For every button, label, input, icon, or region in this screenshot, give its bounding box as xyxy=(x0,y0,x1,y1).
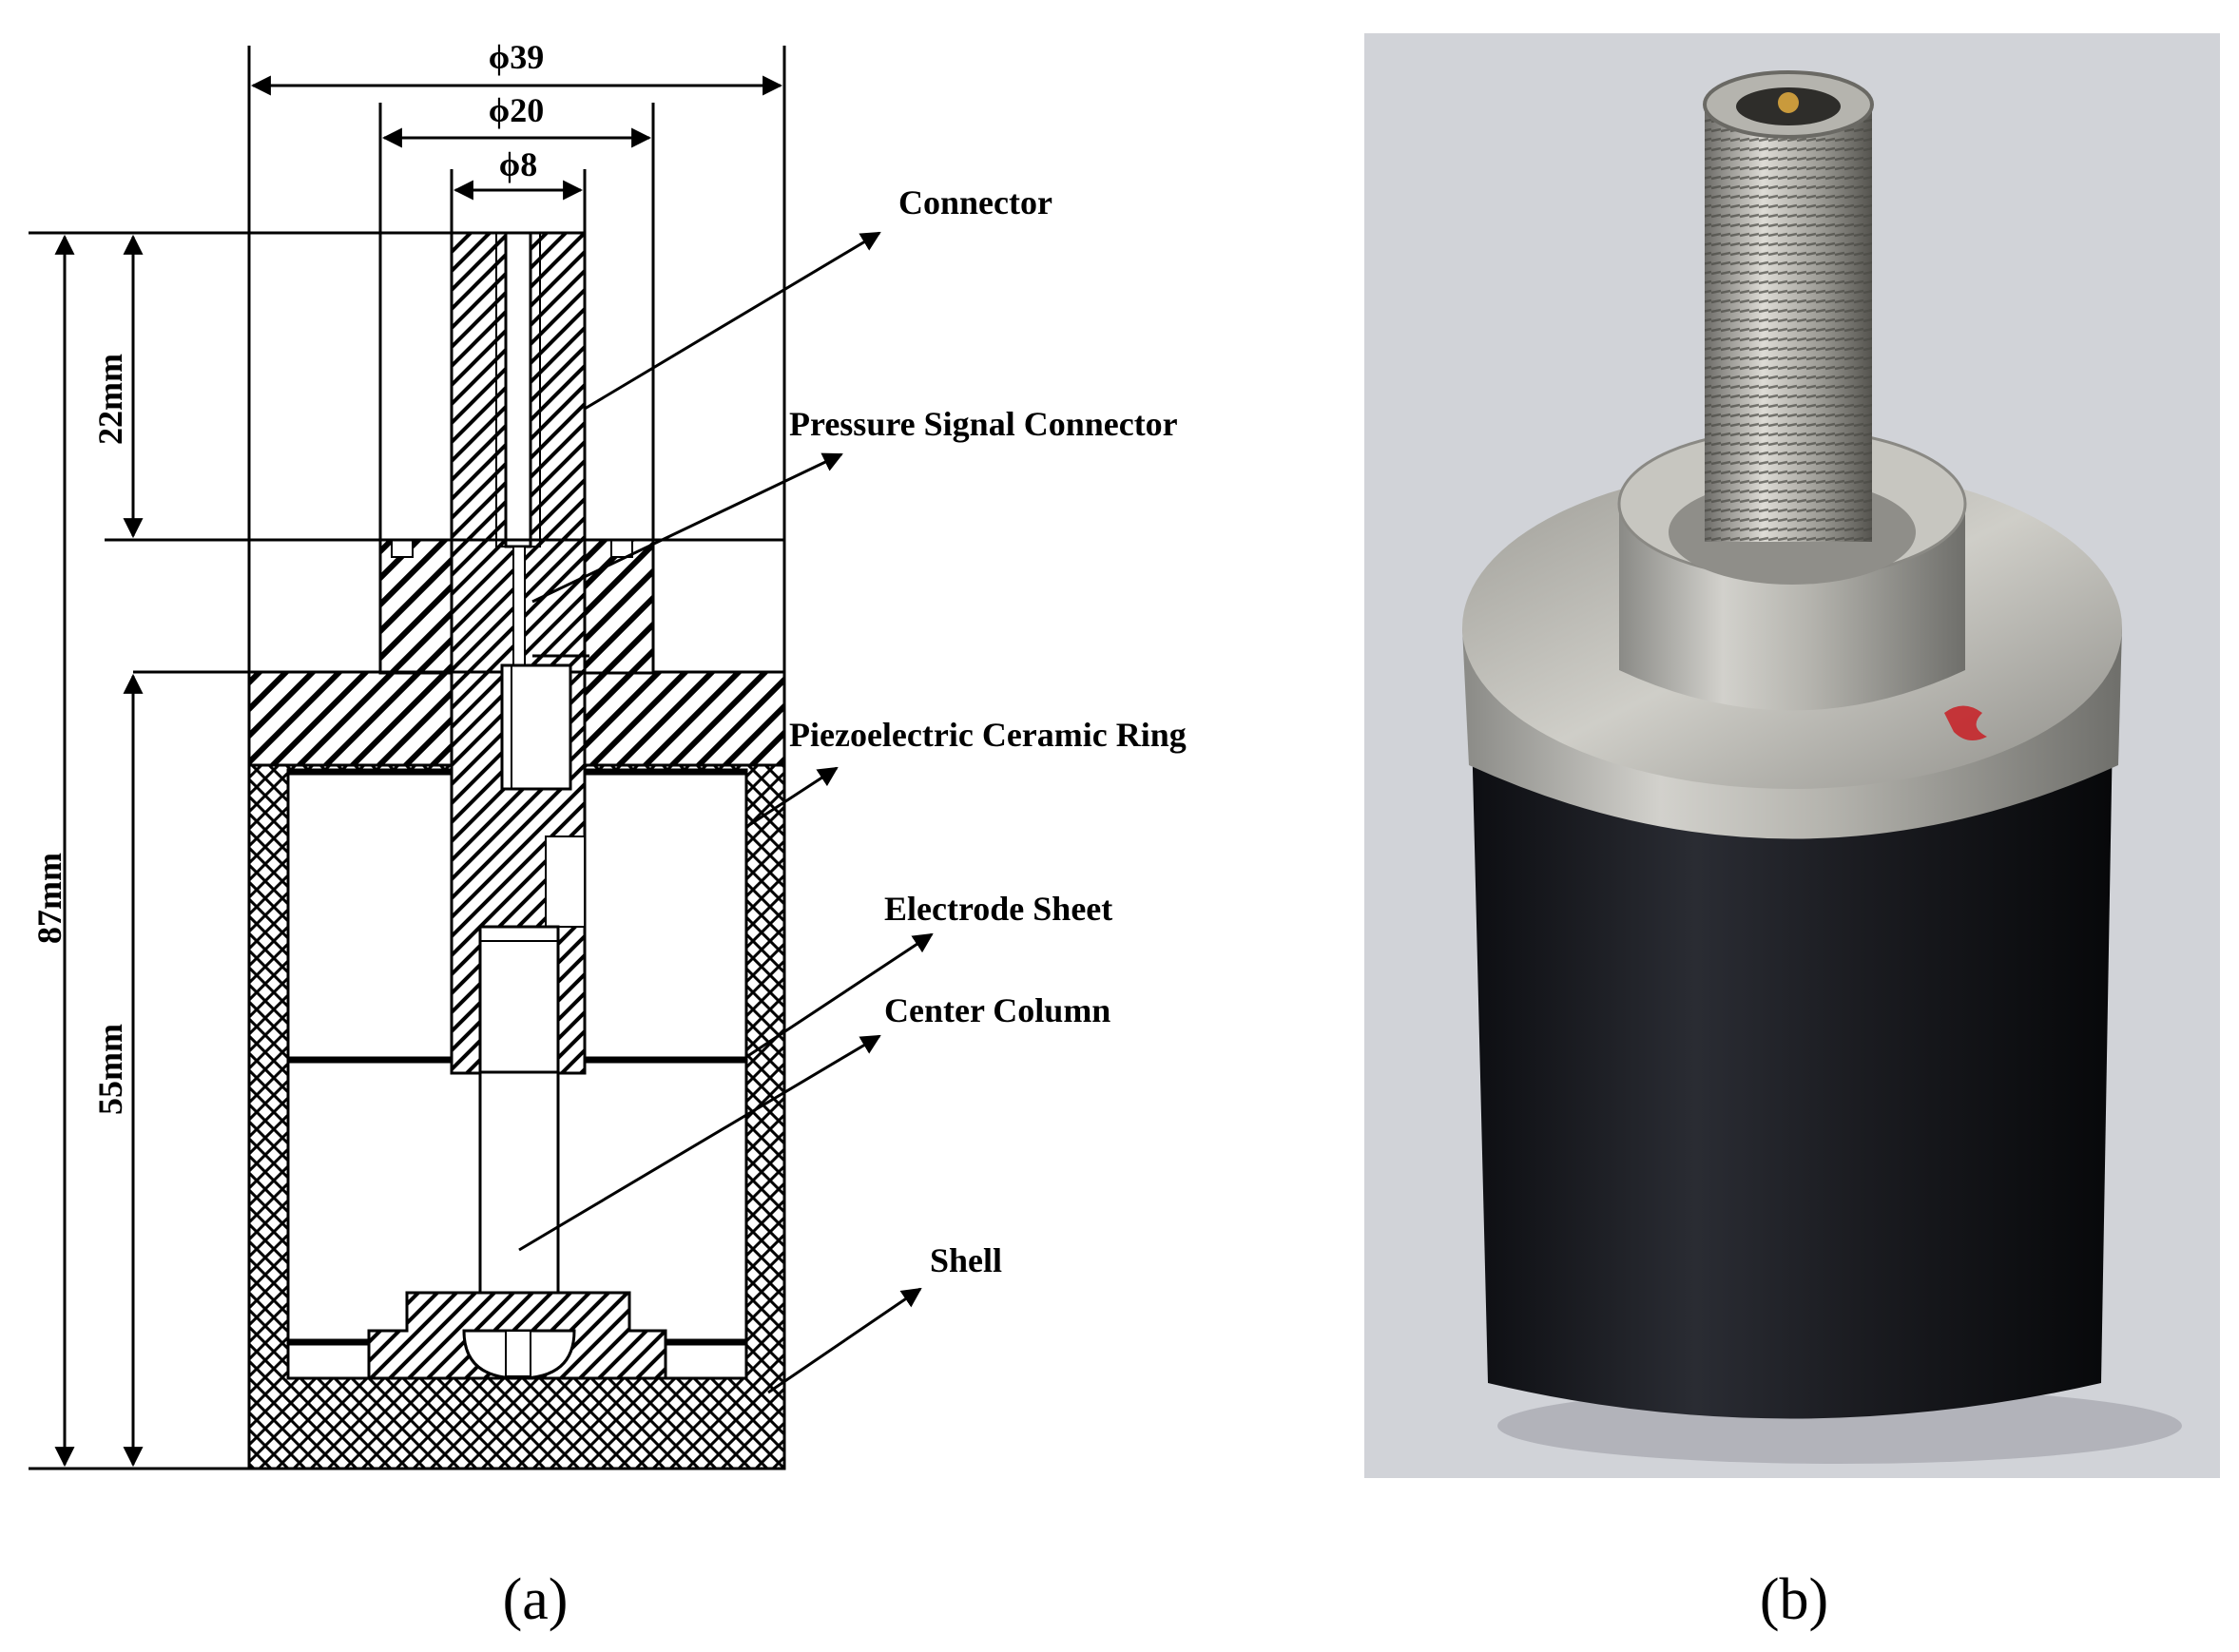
label-piezo-ring: Piezoelectric Ceramic Ring xyxy=(789,716,1187,754)
leader-piezo-ring xyxy=(745,766,839,829)
label-center-column: Center Column xyxy=(884,991,1110,1029)
leader-pressure-signal xyxy=(531,452,843,604)
label-shell: Shell xyxy=(930,1241,1002,1279)
label-connector: Connector xyxy=(898,183,1052,221)
dim-body-height: 55mm xyxy=(91,1024,129,1115)
leader-center-column xyxy=(518,1034,881,1252)
cross-section-drawing: ϕ39 ϕ20 ϕ8 87mm 22mm 55mm Connector Pres… xyxy=(29,38,1187,1632)
dim-outer-diameter: ϕ39 xyxy=(489,38,544,76)
caption-a: (a) xyxy=(503,1567,569,1632)
caption-b: (b) xyxy=(1760,1567,1828,1632)
label-electrode-sheet: Electrode Sheet xyxy=(884,890,1112,928)
leader-shell xyxy=(767,1287,922,1394)
center-column xyxy=(478,1070,560,1307)
sensor-photo xyxy=(1364,33,2220,1478)
leader-connector xyxy=(584,231,881,411)
label-pressure-signal-connector: Pressure Signal Connector xyxy=(789,405,1178,443)
dim-mid-diameter: ϕ20 xyxy=(489,91,544,129)
sensor-body xyxy=(1472,732,2113,1419)
dim-connector-height: 22mm xyxy=(91,354,129,445)
dim-inner-diameter: ϕ8 xyxy=(499,145,537,183)
dim-total-height: 87mm xyxy=(30,853,68,944)
leader-electrode xyxy=(745,932,934,1059)
